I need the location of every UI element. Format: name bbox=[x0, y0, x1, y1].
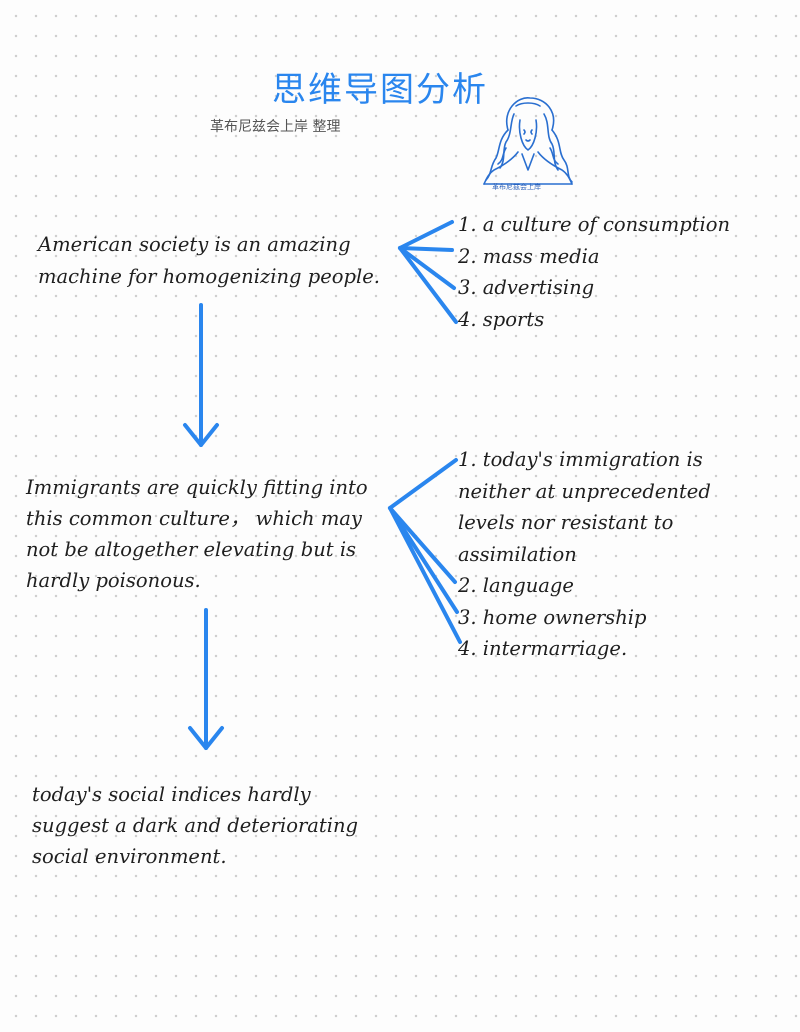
immigrants-line: not be altogether elevating but is bbox=[26, 538, 357, 561]
fan-line-4 bbox=[398, 246, 458, 324]
list-item: 1. a culture of consumption bbox=[458, 213, 731, 236]
main-claim-line: American society is an amazing bbox=[38, 233, 351, 256]
list-item: 3. advertising bbox=[458, 276, 595, 299]
list-item: 2. mass media bbox=[458, 244, 600, 268]
fan-line-1 bbox=[398, 220, 454, 250]
seal-text: 革布尼兹会上岸 bbox=[492, 183, 541, 191]
down-arrow-1-head bbox=[183, 423, 219, 447]
fan-line-7 bbox=[388, 506, 459, 614]
list-item: assimilation bbox=[458, 542, 577, 566]
main-claim-line: machine for homogenizing people. bbox=[38, 265, 380, 288]
main-claim-node: American society is an amazing machine f… bbox=[38, 229, 380, 293]
portrait-logo bbox=[483, 97, 573, 185]
fan-line-6 bbox=[388, 506, 457, 584]
fan-line-3 bbox=[398, 246, 456, 290]
fan-line-2 bbox=[398, 246, 454, 252]
conclusion-line: suggest a dark and deteriorating bbox=[32, 814, 359, 837]
immigrants-points: 1. today's immigration is neither at unp… bbox=[458, 444, 711, 665]
immigrants-line: hardly poisonous. bbox=[26, 569, 201, 592]
main-claim-points: 1. a culture of consumption 2. mass medi… bbox=[458, 209, 730, 335]
down-arrow-2-head bbox=[188, 726, 224, 750]
list-item: 3. home ownership bbox=[458, 605, 647, 629]
fan-line-5 bbox=[388, 458, 458, 510]
fan-line-8 bbox=[388, 506, 462, 644]
list-item: 4. sports bbox=[458, 307, 545, 331]
page-title: 思维导图分析 bbox=[272, 70, 488, 110]
immigrants-node: Immigrants are quickly fitting into this… bbox=[26, 472, 368, 596]
list-item: 1. today's immigration is bbox=[458, 448, 703, 471]
immigrants-line: Immigrants are quickly fitting into bbox=[26, 476, 368, 499]
list-item: 4. intermarriage. bbox=[458, 637, 628, 660]
immigrants-line: this common culture， which may bbox=[26, 507, 362, 530]
conclusion-node: today's social indices hardly suggest a … bbox=[32, 779, 358, 872]
credit-text: 革布尼兹会上岸 整理 bbox=[210, 119, 341, 135]
conclusion-line: social environment. bbox=[32, 845, 227, 868]
list-item: 2. language bbox=[458, 574, 574, 597]
list-item: levels nor resistant to bbox=[458, 511, 674, 534]
conclusion-line: today's social indices hardly bbox=[32, 783, 311, 806]
list-item: neither at unprecedented bbox=[458, 479, 711, 503]
